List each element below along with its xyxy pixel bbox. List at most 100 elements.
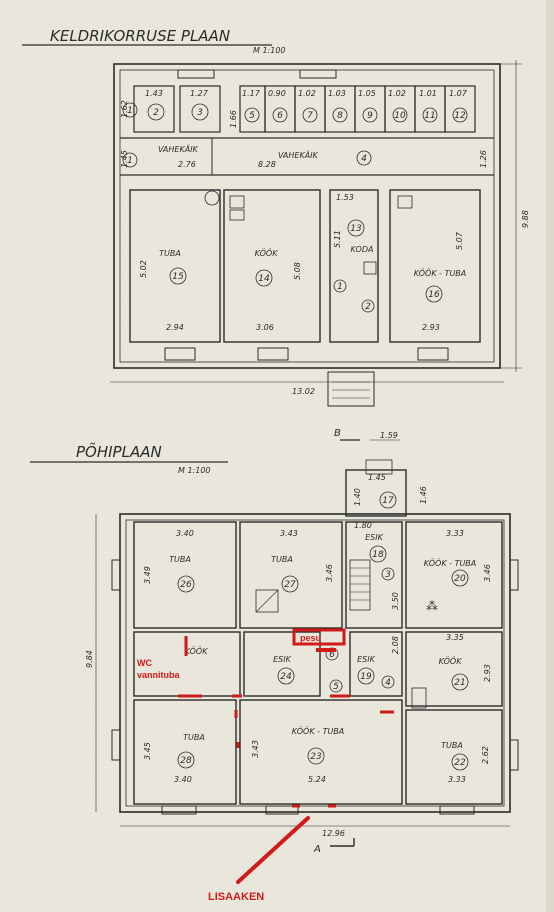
stair-dim: 3.50	[391, 592, 400, 610]
stove-icon	[397, 195, 413, 209]
storage-number-circle	[362, 107, 378, 123]
room-26-label: TUBA	[169, 555, 191, 564]
room-number-circle	[347, 219, 365, 237]
window	[161, 805, 197, 815]
room-number-circle	[177, 751, 195, 769]
window	[177, 69, 215, 79]
basement-scale: M 1:100	[253, 46, 286, 55]
storage-dim: 1.27	[190, 89, 209, 98]
storage-number: 8	[337, 111, 343, 121]
room-27-wall	[239, 521, 343, 629]
storage-number-circle	[422, 107, 438, 123]
corridor-number-circle	[356, 150, 372, 166]
storage-number-circle	[272, 107, 288, 123]
room-16-wall	[389, 189, 481, 343]
side-dim: 1.62	[120, 100, 129, 118]
storage-number: 3	[197, 108, 203, 118]
basement-outer-wall	[113, 63, 501, 369]
room-26-width: 3.40	[176, 529, 194, 538]
room-number: 27	[284, 580, 296, 590]
room-22-height: 2.62	[481, 746, 490, 764]
room-22-wall	[405, 709, 503, 805]
room-21-width: 3.35	[446, 633, 464, 642]
basement-total-width: 13.02	[292, 387, 315, 396]
room-number: 23	[310, 752, 322, 762]
marker-number: 1	[337, 282, 343, 292]
ground-total-width: 12.96	[322, 829, 345, 838]
new-window-arrow	[236, 816, 310, 884]
ground-plan: PÕHIPLAAN M 1:100 B 1.59 1.45 1.40 1.46 …	[30, 428, 519, 855]
room-27-label: TUBA	[271, 555, 293, 564]
room-13-wall	[329, 189, 379, 343]
room-number-circle	[451, 753, 469, 771]
room-number: 24	[280, 672, 292, 682]
room-15-label: TUBA	[159, 249, 181, 258]
room-23-width: 5.24	[308, 775, 326, 784]
room-number: 14	[258, 274, 270, 284]
room-number: 22	[454, 758, 466, 768]
room-number: 19	[360, 672, 372, 682]
room-number-circle	[177, 575, 195, 593]
ground-inner-wall	[125, 519, 505, 807]
room-number-circle	[357, 667, 375, 685]
room-20-label: KÖÖK - TUBA	[424, 558, 477, 568]
room-20-height: 3.46	[483, 564, 492, 582]
room-number: 17	[382, 496, 394, 506]
room-number-circle	[379, 491, 397, 509]
room-14-wall	[223, 189, 321, 343]
room-18-label: ESIK	[365, 533, 383, 542]
room-15-height: 5.02	[139, 260, 148, 278]
storage-number-circle	[122, 152, 138, 168]
storage-number-circle	[302, 107, 318, 123]
storage-row	[133, 85, 476, 133]
room-23-wall	[239, 699, 403, 805]
top-dim: 1.46	[419, 486, 428, 504]
basement-title: KELDRIKORRUSE PLAAN	[50, 27, 230, 45]
room-21-label: KÖÖK	[439, 656, 463, 666]
window	[439, 805, 475, 815]
room-number-circle	[307, 747, 325, 765]
storage-box	[133, 85, 175, 133]
window	[111, 729, 121, 761]
stove-icon	[363, 261, 377, 275]
ground-scale: M 1:100	[178, 466, 211, 475]
room-number-circle	[451, 569, 469, 587]
room-23-height: 3.43	[251, 740, 260, 758]
storage-dim: 1.02	[388, 89, 406, 98]
side-dim: 9.88	[521, 210, 530, 228]
storage-dim: 0.90	[268, 89, 286, 98]
marker-number: 4	[385, 678, 391, 688]
room-16-height: 5.07	[455, 231, 464, 250]
room-number-circle	[277, 667, 295, 685]
window	[257, 347, 289, 361]
room-24-wall	[243, 631, 321, 697]
room-19-label: ESIK	[357, 655, 375, 664]
room-number-circle	[369, 545, 387, 563]
storage-box	[444, 85, 476, 133]
room-number-circle	[451, 673, 469, 691]
side-dim: 1.26	[479, 150, 488, 168]
corridor-number: 4	[361, 154, 367, 164]
section-a-label: A	[313, 844, 321, 855]
room-21-wall	[405, 631, 503, 707]
top-dim: 1.45	[368, 473, 386, 482]
storage-number: 12	[454, 111, 466, 121]
room-number-circle	[169, 267, 187, 285]
room-20-width: 3.33	[446, 529, 464, 538]
window	[164, 347, 196, 361]
circle-marker	[361, 299, 375, 313]
storage-number-circle	[122, 102, 138, 118]
room-22-label: TUBA	[441, 741, 463, 750]
room-13-label: KODA	[351, 245, 374, 254]
storage-dim: 1.07	[449, 89, 468, 98]
storage-number-circle	[244, 107, 260, 123]
corridor-left-label: VAHEKÄIK	[158, 144, 199, 154]
stove-icon	[229, 195, 245, 209]
room-number: 13	[350, 224, 362, 234]
marker-number: 2	[365, 302, 371, 312]
top-dim: 1.59	[380, 431, 398, 440]
room-18-wall	[345, 521, 403, 629]
room-16-width: 2.93	[422, 323, 440, 332]
